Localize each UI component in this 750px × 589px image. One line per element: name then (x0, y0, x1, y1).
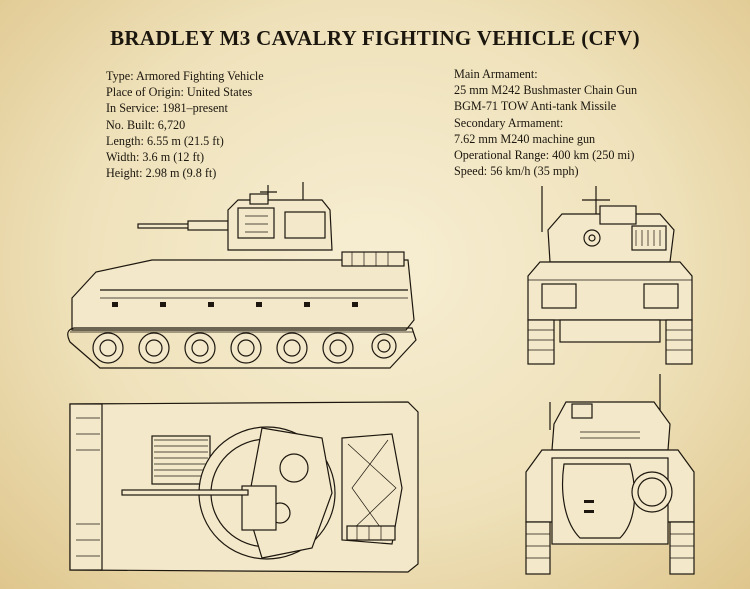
spec-machine-gun: 7.62 mm M240 machine gun (454, 131, 596, 146)
page-title: BRADLEY M3 CAVALRY FIGHTING VEHICLE (CFV… (110, 26, 640, 50)
spec-type: Type: Armored Fighting Vehicle (106, 69, 264, 83)
spec-width: Width: 3.6 m (12 ft) (106, 150, 205, 165)
spec-main-armament-heading: Main Armament: (454, 67, 538, 81)
spec-main-gun: 25 mm M242 Bushmaster Chain Gun (454, 83, 638, 98)
specs-left-column: Type: Armored Fighting Vehicle Place of … (106, 68, 264, 181)
vehicle-rear-view-icon (525, 374, 695, 575)
spec-origin: Place of Origin: United States (106, 85, 253, 100)
vehicle-top-view-icon (69, 401, 419, 573)
vehicle-side-view-icon (67, 182, 417, 369)
spec-speed: Speed: 56 km/h (35 mph) (454, 164, 579, 179)
vehicle-front-view-icon (527, 186, 693, 365)
spec-secondary-armament-heading: Secondary Armament: (454, 115, 564, 130)
spec-range: Operational Range: 400 km (250 mi) (454, 148, 635, 163)
spec-missile: BGM-71 TOW Anti-tank Missile (454, 99, 617, 114)
spec-length: Length: 6.55 m (21.5 ft) (106, 133, 224, 148)
spec-in-service: In Service: 1981–present (106, 101, 228, 116)
spec-number-built: No. Built: 6,720 (106, 117, 186, 132)
spec-height: Height: 2.98 m (9.8 ft) (106, 166, 217, 181)
specs-right-column: Main Armament: 25 mm M242 Bushmaster Cha… (454, 66, 637, 179)
